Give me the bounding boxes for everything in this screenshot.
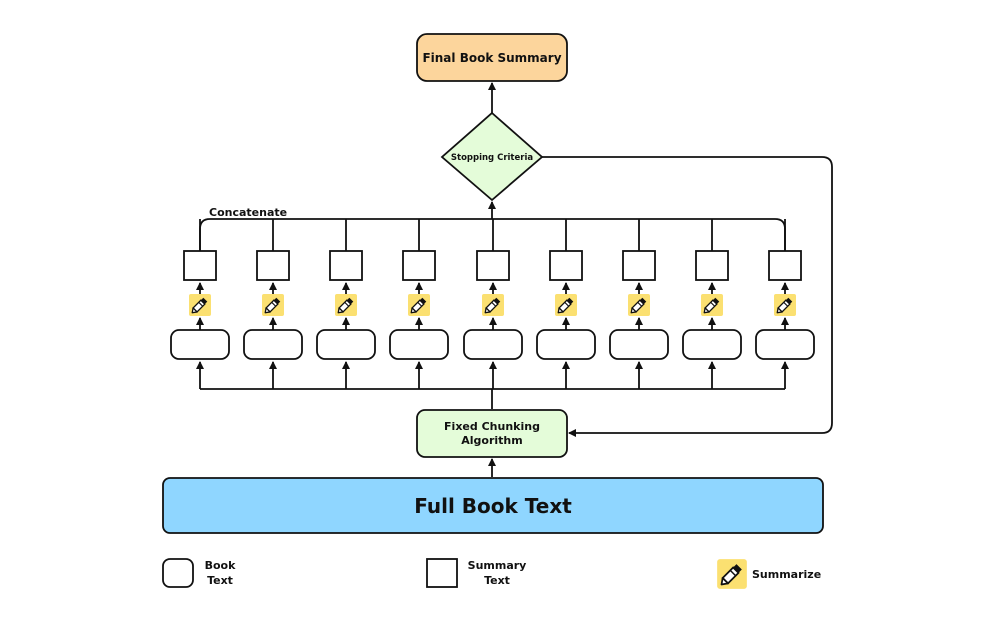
summary-text-box (622, 250, 656, 281)
summary-text-box (402, 250, 436, 281)
book-text-chunk (463, 329, 523, 360)
summary-text-box (476, 250, 510, 281)
pencil-icon (554, 293, 578, 317)
legend-book-text-line2: Text (207, 574, 233, 587)
summary-text-box (549, 250, 583, 281)
chunking-algorithm-box (416, 409, 568, 458)
stopping-criteria-label: Stopping Criteria (451, 153, 533, 163)
pencil-icon (261, 293, 285, 317)
pencil-icon (188, 293, 212, 317)
book-text-chunk (316, 329, 376, 360)
summary-text-box (695, 250, 729, 281)
chunking-label-line1: Fixed Chunking (444, 420, 540, 433)
final-summary-label: Final Book Summary (422, 51, 561, 65)
pencil-icon (481, 293, 505, 317)
chunking-label-line2: Algorithm (461, 434, 522, 447)
chunk-columns (170, 218, 815, 409)
book-text-chunk (389, 329, 449, 360)
pencil-icon (773, 293, 797, 317)
summary-text-box (768, 250, 802, 281)
legend-book-text-swatch (162, 558, 194, 588)
full-book-text-label: Full Book Text (414, 494, 572, 518)
book-text-chunk (755, 329, 815, 360)
book-text-chunk (536, 329, 596, 360)
legend-summarize-label: Summarize (752, 568, 821, 581)
pencil-icon (627, 293, 651, 317)
concatenate-label: Concatenate (209, 206, 287, 219)
full-book-text-box (162, 477, 824, 534)
legend-summary-text-line1: Summary (468, 559, 527, 572)
legend: Book Text Summary Text Summarize (162, 558, 821, 590)
loop-back-arrow (542, 156, 833, 437)
legend-summary-text-swatch (426, 558, 458, 588)
pencil-icon (407, 293, 431, 317)
legend-summary-text-line2: Text (484, 574, 510, 587)
book-text-chunk (243, 329, 303, 360)
summary-text-box (329, 250, 363, 281)
book-text-chunk (682, 329, 742, 360)
summary-text-box (256, 250, 290, 281)
book-text-chunk (170, 329, 230, 360)
legend-book-text-line1: Book (205, 559, 236, 572)
stopping-criteria-diamond (440, 111, 544, 202)
pencil-icon (334, 293, 358, 317)
summary-text-box (183, 250, 217, 281)
final-summary-box (416, 33, 568, 82)
legend-pencil-icon (716, 558, 748, 590)
book-text-chunk (609, 329, 669, 360)
pencil-icon (700, 293, 724, 317)
